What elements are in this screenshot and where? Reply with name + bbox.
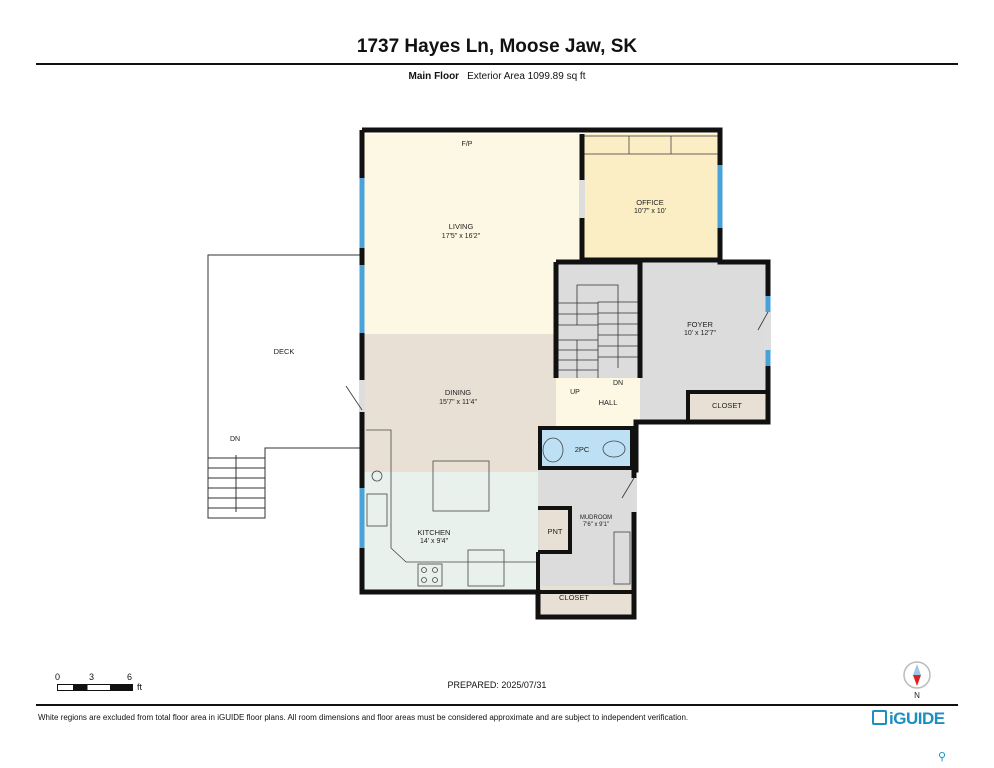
closet-foyer-label: CLOSET [712,401,742,410]
deck-dn-label: DN [230,436,240,443]
brand-text: iGUIDE [889,709,945,728]
prepared-date: PREPARED: 2025/07/31 [447,680,547,690]
dn-label: DN [613,380,623,387]
mudroom-dims: 7'6" x 9'1" [583,522,609,528]
location-pin-icon[interactable]: ⚲ [938,751,947,763]
doors [345,180,771,512]
room-pantry [540,510,570,550]
iguide-logo: iGUIDE [872,709,945,729]
up-label: UP [570,389,580,396]
closet-mud-label: CLOSET [559,593,589,602]
deck-stairs [208,455,265,512]
room-2pc [540,430,630,466]
scale-unit: ft [137,682,143,692]
scale-tick-3: 3 [89,672,95,682]
iguide-box-icon [872,710,887,725]
fireplace-label: F/P [462,141,473,148]
title-divider [36,63,958,65]
hall-label: HALL [599,398,618,407]
foyer-label: FOYER [687,320,713,329]
room-living [362,134,582,334]
living-dims: 17'5" x 16'2" [442,233,481,240]
toilet-icon [602,440,626,458]
sink-2pc-icon [542,437,564,463]
floor-name: Main Floor [408,71,460,82]
scale-tick-6: 6 [127,672,133,682]
footer-divider [36,704,958,706]
room-office [582,134,718,260]
office-dims: 10'7" x 10' [634,208,666,215]
deck-label: DECK [274,347,295,356]
fridge [467,549,505,587]
deck [207,254,362,519]
office-label: OFFICE [636,198,664,207]
bath-label: 2PC [575,445,590,454]
walls [359,127,771,620]
disclaimer: White regions are excluded from total fl… [38,713,689,722]
stove-icon [417,563,443,587]
dining-dims: 15'7" x 11'4" [439,399,477,406]
room-hall [556,378,640,428]
floor-subtitle: Main Floor Exterior Area 1099.89 sq ft [0,71,994,82]
dining-label: DINING [445,388,471,397]
room-closet-foyer [688,392,768,420]
page-title: 1737 Hayes Ln, Moose Jaw, SK [356,36,638,57]
compass-label: N [914,691,920,700]
scale-tick-0: 0 [55,672,61,682]
kitchen-label: KITCHEN [418,528,451,537]
kitchen-island [432,460,490,512]
sink-icon [366,493,388,527]
room-dining [362,334,556,472]
mudroom-label: MUDROOM [580,515,612,521]
windows [359,165,771,548]
kitchen-dims: 14' x 9'4" [420,538,449,545]
living-label: LIVING [449,222,474,231]
exterior-area: Exterior Area 1099.89 sq ft [467,71,586,82]
compass-icon: N [902,660,932,705]
range-hood [371,470,383,482]
interior-stairs [556,284,640,378]
room-foyer [640,262,768,420]
foyer-dims: 10' x 12'7" [684,330,717,337]
pantry-label: PNT [548,527,563,536]
